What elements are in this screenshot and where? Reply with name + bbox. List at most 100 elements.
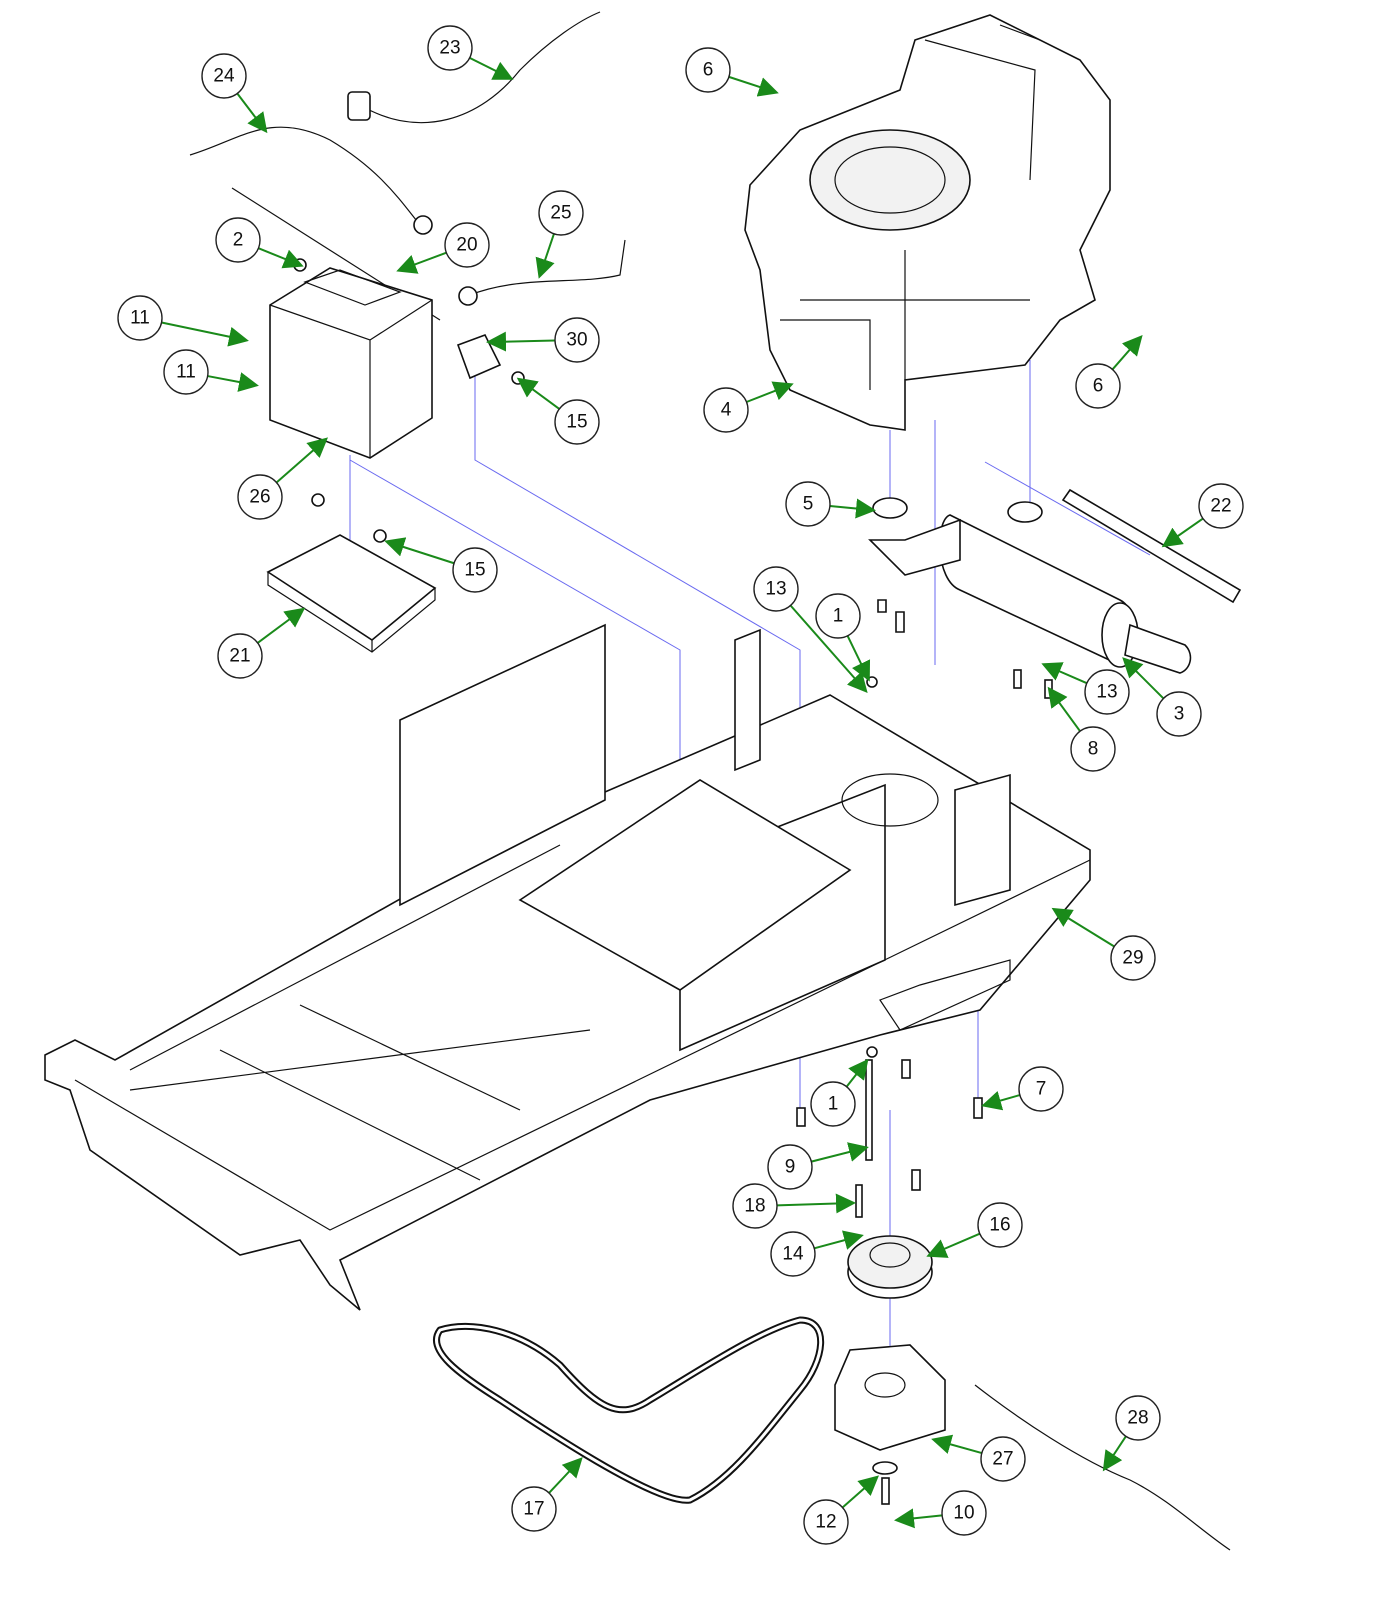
callout-26: 26 (237, 437, 329, 520)
callout-circle (1156, 691, 1202, 737)
callout-number: 10 (953, 1503, 974, 1524)
leader-arrow (728, 75, 779, 97)
callout-circle (554, 399, 600, 445)
callout-circle (980, 1436, 1026, 1482)
leader-arrow (548, 1457, 583, 1494)
callout-circle (685, 47, 731, 93)
callout-number: 1 (828, 1094, 839, 1115)
leader-arrow (811, 1142, 869, 1163)
callout-number: 15 (464, 560, 485, 581)
leader-arrow (1111, 334, 1143, 371)
callout-11: 11 (163, 349, 259, 395)
callout-11: 11 (117, 295, 249, 347)
callout-circle (215, 217, 261, 263)
callout-number: 9 (785, 1157, 796, 1178)
callout-circle (810, 1081, 856, 1127)
callout-number: 3 (1174, 704, 1185, 725)
callout-6: 6 (1075, 334, 1143, 409)
callout-15: 15 (384, 537, 498, 593)
tailpipe (1061, 488, 1242, 604)
callout-number: 17 (523, 1499, 544, 1520)
leader-arrow (535, 233, 555, 279)
leader-arrow (1047, 686, 1081, 732)
callout-13: 13 (1041, 662, 1130, 715)
callout-number: 2 (233, 230, 244, 251)
leader-arrow (1161, 517, 1204, 548)
callout-circle (1084, 669, 1130, 715)
callout-circle (785, 481, 831, 527)
callout-circle (753, 566, 799, 612)
callout-circle (1110, 935, 1156, 981)
callout-number: 13 (765, 579, 786, 600)
leader-arrow (1051, 907, 1115, 948)
callout-circle (770, 1231, 816, 1277)
callout-circle (427, 25, 473, 71)
leader-arrow (1041, 662, 1088, 685)
callout-circle (538, 190, 584, 236)
leader-arrow (981, 1090, 1021, 1111)
callouts: 24 23 6 2 20 25 11 11 30 15 26 4 6 5 22 15 21 13 1 13 3 8 29 7 1… (117, 25, 1244, 1545)
leader-arrow (894, 1508, 943, 1529)
callout-number: 8 (1088, 739, 1099, 760)
leader-arrow (926, 1232, 981, 1258)
callout-number: 24 (213, 66, 235, 87)
battery (269, 267, 433, 459)
callout-number: 21 (229, 646, 250, 667)
leader-arrow (258, 247, 304, 269)
leader-arrow (829, 498, 876, 519)
callout-6: 6 (685, 47, 779, 97)
callout-circle (815, 593, 861, 639)
callout-circle (1198, 483, 1244, 529)
leader-arrow (845, 1058, 869, 1088)
leader-arrow (257, 607, 306, 644)
callout-number: 23 (439, 38, 460, 59)
callout-number: 15 (566, 412, 587, 433)
leader-arrow (275, 437, 329, 484)
leader-arrow (1102, 1435, 1127, 1472)
leader-arrow (486, 331, 556, 352)
leader-arrow (207, 372, 259, 392)
callout-circle (511, 1486, 557, 1532)
callout-circle (1075, 363, 1121, 409)
callout-number: 29 (1122, 948, 1143, 969)
callout-number: 28 (1127, 1408, 1148, 1429)
callout-22: 22 (1161, 483, 1244, 548)
muffler (868, 488, 1242, 674)
callout-number: 30 (566, 330, 587, 351)
callout-25: 25 (535, 190, 584, 279)
callout-17: 17 (511, 1457, 583, 1532)
callout-7: 7 (981, 1066, 1064, 1112)
electric-clutch (834, 1344, 946, 1505)
callout-1: 1 (815, 593, 871, 682)
callout-20: 20 (396, 222, 490, 274)
callout-8: 8 (1047, 686, 1116, 772)
callout-circle (803, 1499, 849, 1545)
callout-23: 23 (427, 25, 514, 80)
callout-number: 11 (176, 362, 196, 383)
mower-frame (44, 623, 1091, 1311)
leader-arrow (1122, 657, 1165, 700)
callout-4: 4 (703, 381, 794, 433)
callout-circle (554, 317, 600, 363)
callout-12: 12 (803, 1475, 880, 1545)
callout-circle (1018, 1066, 1064, 1112)
leader-arrow (516, 377, 560, 410)
callout-circle (732, 1183, 778, 1229)
callout-number: 5 (803, 494, 814, 515)
callout-number: 4 (721, 400, 732, 421)
callout-number: 12 (815, 1512, 836, 1533)
pulley (847, 1235, 933, 1299)
callout-number: 25 (550, 203, 571, 224)
terminal-boot (347, 91, 371, 121)
callout-number: 6 (1093, 376, 1104, 397)
callout-10: 10 (894, 1490, 987, 1536)
leader-arrow (746, 381, 794, 403)
callout-circle (237, 474, 283, 520)
callout-circle (217, 633, 263, 679)
callout-14: 14 (770, 1230, 864, 1277)
leader-arrow (931, 1434, 983, 1455)
callout-30: 30 (486, 317, 600, 363)
callout-circle (444, 222, 490, 268)
callout-circle (163, 349, 209, 395)
